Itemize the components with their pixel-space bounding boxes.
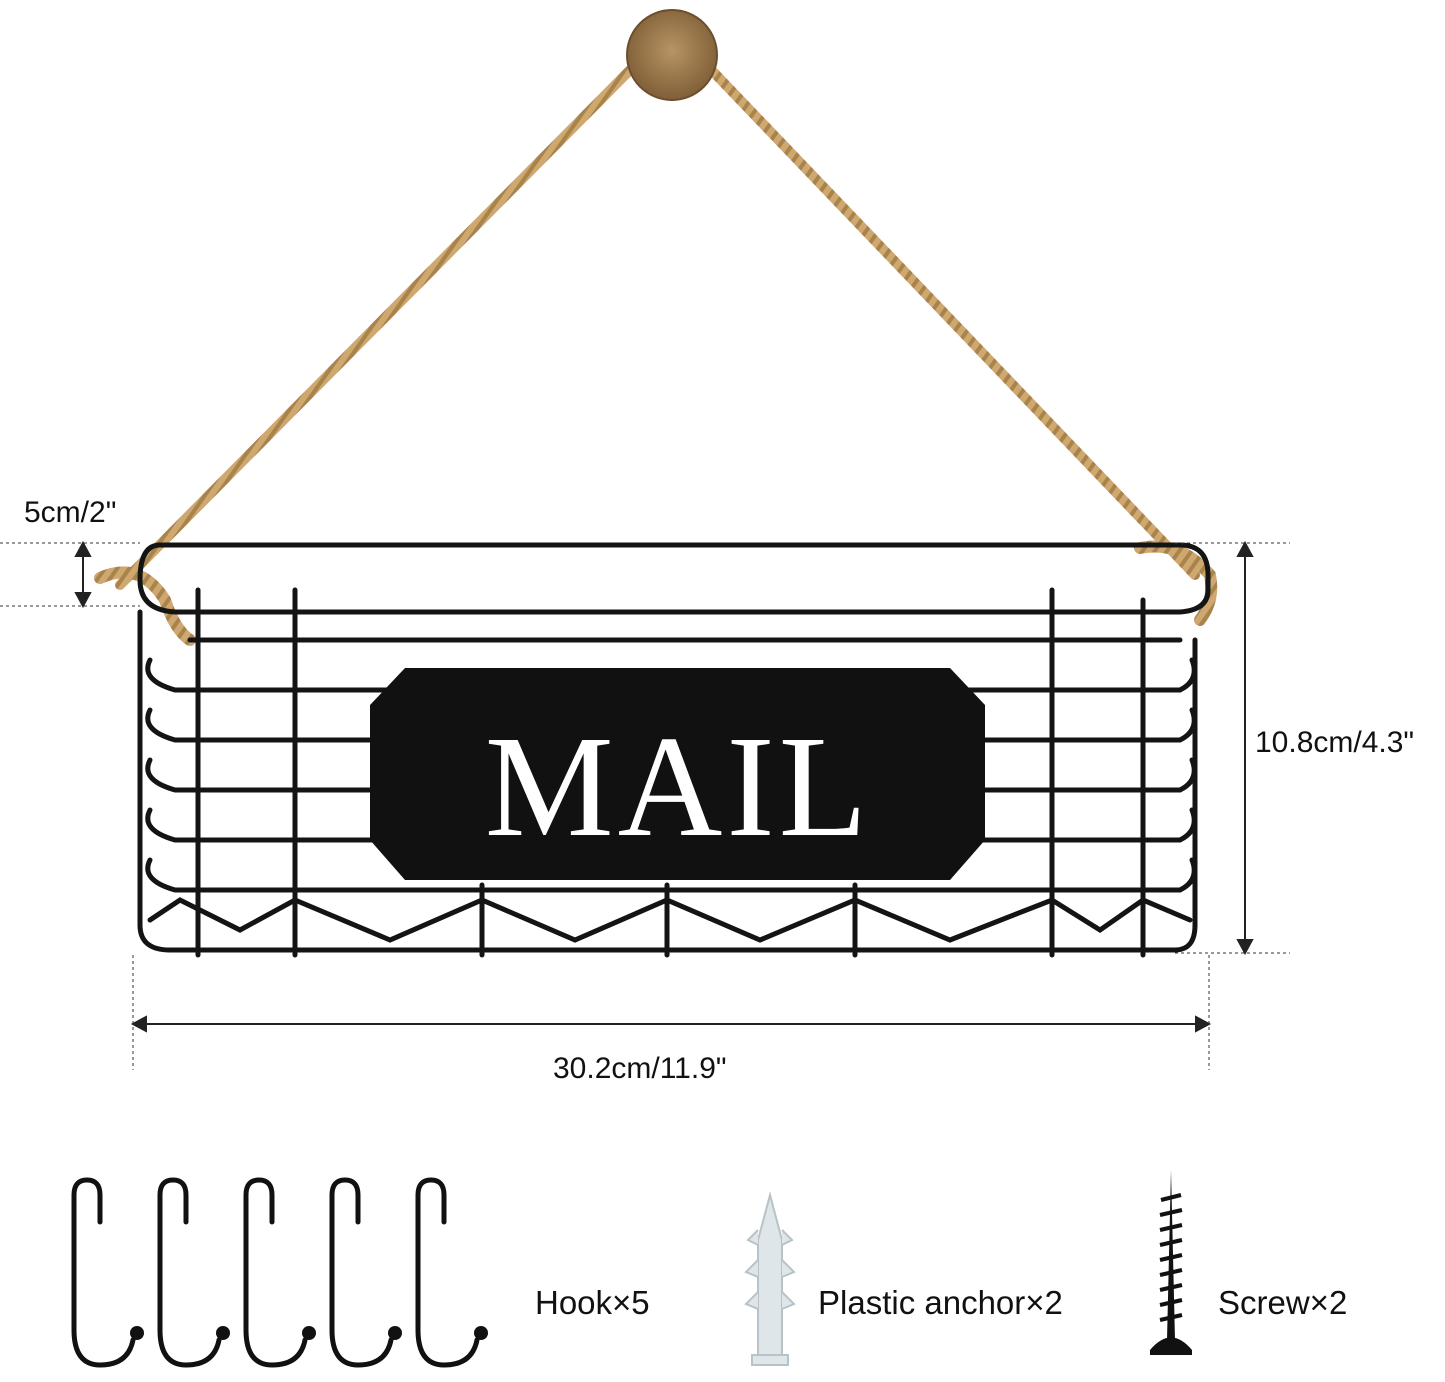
mail-sign: MAIL bbox=[370, 668, 985, 880]
dimension-arrows bbox=[74, 540, 1254, 1033]
wire-basket bbox=[137, 542, 1211, 958]
screw-icon bbox=[1150, 1170, 1192, 1355]
wooden-wall-peg bbox=[626, 9, 718, 101]
width-label: 30.2cm/11.9" bbox=[553, 1052, 727, 1085]
height-label: 10.8cm/4.3" bbox=[1255, 726, 1415, 759]
hanging-rope bbox=[94, 53, 1218, 646]
wall-anchor-icon bbox=[744, 1191, 796, 1366]
screw-label: Screw×2 bbox=[1218, 1284, 1348, 1321]
anchor-label: Plastic anchor×2 bbox=[818, 1284, 1063, 1321]
s-hook-icon bbox=[71, 1177, 488, 1368]
mail-sign-text: MAIL bbox=[485, 707, 872, 867]
rim-height-label: 5cm/2" bbox=[24, 496, 117, 529]
dimension-guides bbox=[0, 542, 1290, 1070]
hook-label: Hook×5 bbox=[535, 1284, 650, 1321]
